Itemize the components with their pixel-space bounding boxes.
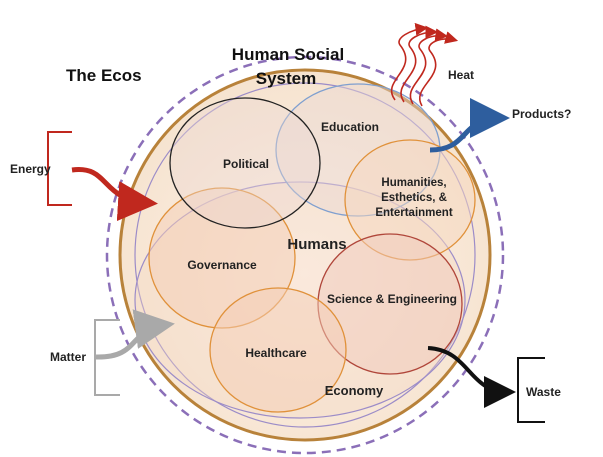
energy-bracket: [47, 131, 72, 206]
energy-arrow: [71, 167, 158, 222]
waste-label: Waste: [526, 385, 561, 399]
products-label: Products?: [512, 107, 572, 121]
energy-label: Energy: [10, 162, 51, 176]
humans-label: Humans: [287, 236, 347, 253]
political-label: Political: [222, 157, 270, 171]
healthcare-label: Healthcare: [245, 346, 307, 360]
humanities-line1: Humanities,: [381, 177, 447, 189]
humanities-line2: Esthetics, &: [381, 192, 447, 204]
matter-label: Matter: [50, 350, 87, 364]
education-label: Education: [320, 120, 380, 134]
heat-arrows: [390, 22, 459, 107]
waste-bracket: [517, 357, 545, 423]
matter-arrow: [95, 309, 175, 360]
heat-label: Heat: [448, 68, 475, 82]
system-title-line1: Human Social: [231, 45, 345, 64]
humanities-label: Humanities, Esthetics, & Entertainment: [354, 176, 474, 221]
matter-bracket: [94, 319, 120, 396]
humanities-line3: Entertainment: [375, 207, 453, 219]
healthcare-circle: [209, 287, 347, 413]
ecos-label: The Ecos: [66, 66, 142, 85]
waste-arrow: [427, 346, 516, 408]
governance-label: Governance: [187, 258, 257, 272]
products-arrow: [429, 98, 510, 153]
system-title-line2: System: [255, 69, 317, 88]
political-circle: [169, 97, 321, 229]
economy-label: Economy: [324, 383, 384, 398]
science-engineering-label: Science & Engineering: [326, 292, 458, 306]
humans-boundary: [134, 82, 476, 428]
ecos-boundary: [105, 55, 505, 455]
